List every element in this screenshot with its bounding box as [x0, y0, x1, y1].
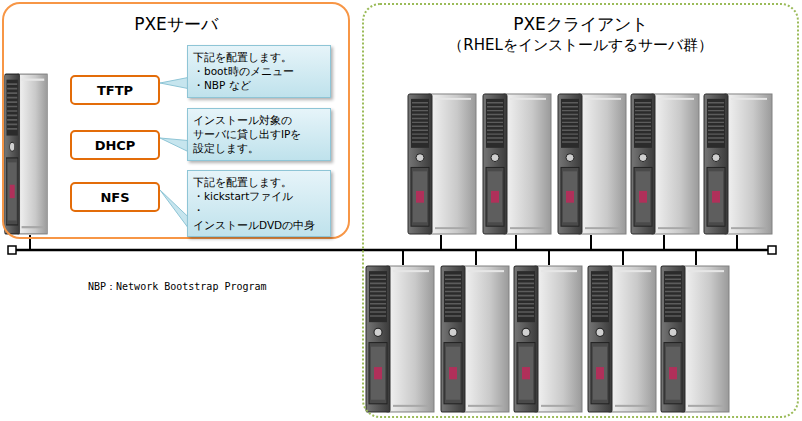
service-name: TFTP — [97, 83, 133, 98]
note-text: ・boot時のメニュー — [193, 64, 325, 78]
group-title: PXEサーバ — [4, 13, 348, 35]
note-text: インストール対象の サーバに貸し出すIPを 設定します。 — [193, 113, 325, 156]
note-text: 下記を配置します。 — [193, 175, 325, 189]
note-text: 下記を配置します。 — [193, 50, 325, 64]
note-text: ・インストールDVDの中身 — [193, 203, 325, 231]
box-content: NFS — [100, 190, 129, 205]
service-name: DHCP — [95, 138, 136, 153]
callout-note: 下記を配置します。・kickstartファイル・インストールDVDの中身 — [187, 170, 331, 237]
service-box: DHCP — [70, 130, 160, 160]
box-content: TFTP — [97, 83, 133, 98]
service-name: NFS — [100, 190, 129, 205]
callout-tail — [160, 78, 188, 89]
group-subtitle: （RHELをインストールするサーバ群） — [364, 35, 797, 56]
callout-tail — [160, 190, 188, 228]
callout-note: インストール対象の サーバに貸し出すIPを 設定します。 — [187, 108, 331, 161]
note-text: ・NBP など — [193, 78, 325, 92]
service-box: TFTP — [70, 75, 160, 105]
service-box: NFS — [70, 182, 160, 212]
group-title: PXEクライアント — [364, 13, 797, 35]
note-text: ・kickstartファイル — [193, 189, 325, 203]
client-group: PXEクライアント（RHELをインストールするサーバ群） — [362, 3, 799, 418]
callout-note: 下記を配置します。・boot時のメニュー・NBP など — [187, 45, 331, 98]
server-group: PXEサーバ TFTP 下記を配置します。・boot時のメニュー・NBP など DHC… — [2, 2, 350, 239]
footnote: NBP：Network Bootstrap Program — [88, 280, 267, 294]
box-content: DHCP — [95, 138, 136, 153]
callout-tail — [160, 138, 188, 152]
